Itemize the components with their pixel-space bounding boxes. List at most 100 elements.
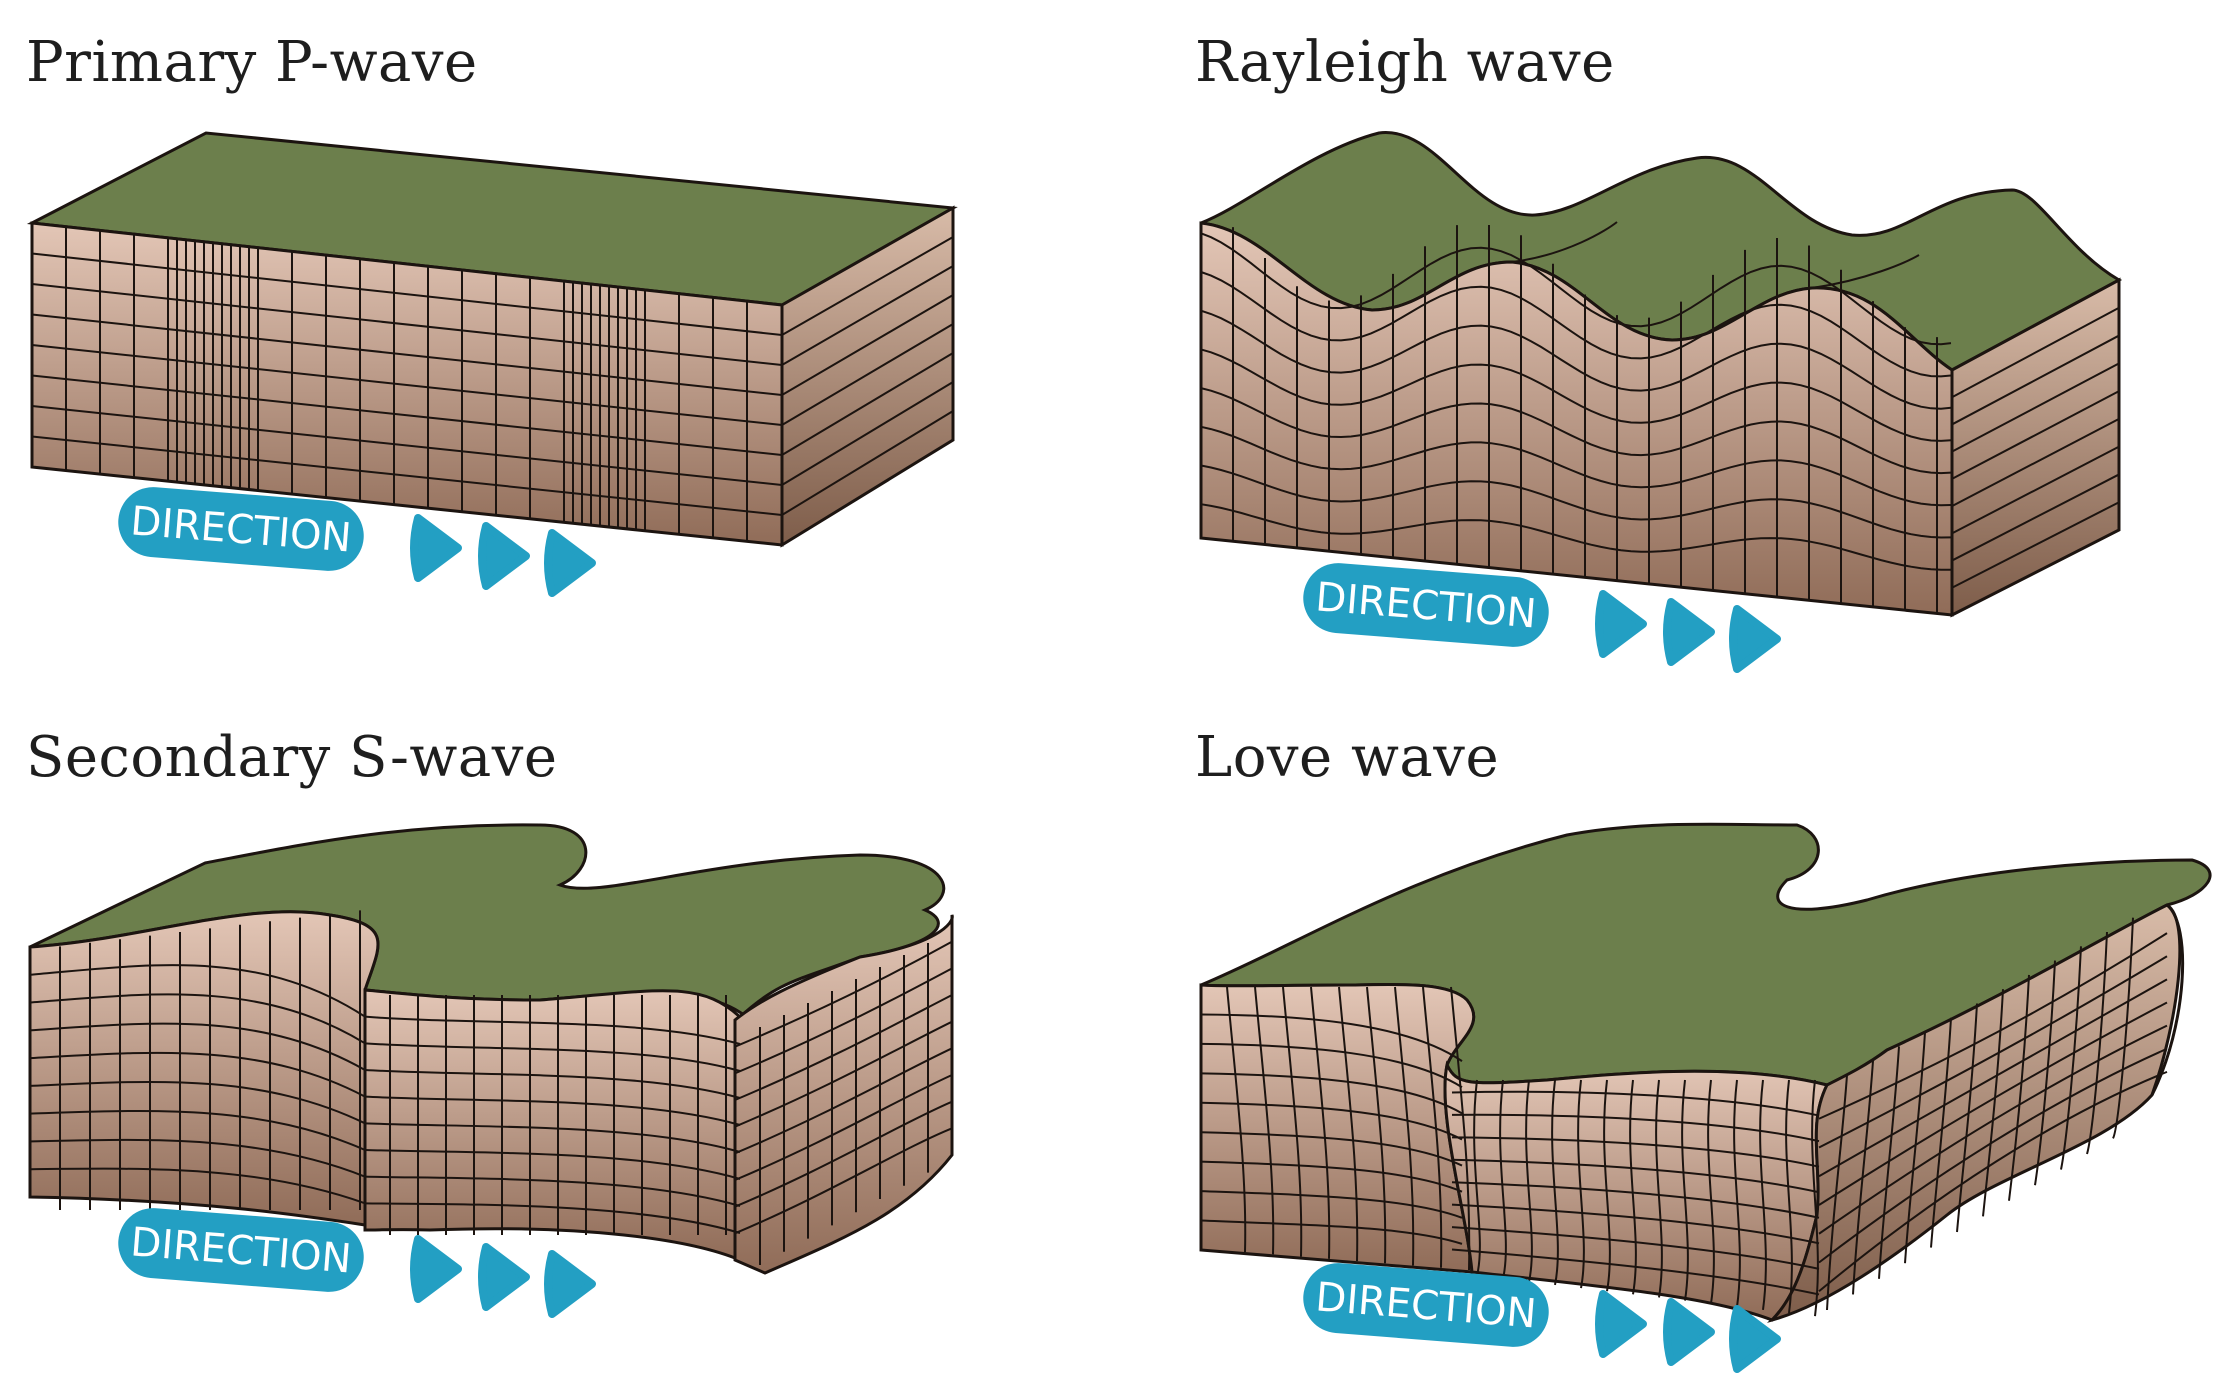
arrow-icon	[544, 1250, 596, 1318]
grid-line	[364, 1202, 741, 1234]
grid-line	[1629, 1079, 1637, 1295]
grid-line	[1451, 1203, 1820, 1245]
grid-line	[1951, 362, 2120, 453]
grid-line	[1904, 1032, 1926, 1264]
direction-pill	[118, 1208, 364, 1292]
grid-line	[31, 252, 783, 336]
grid-line	[781, 410, 954, 516]
direction-indicator: DIRECTION	[1303, 563, 1781, 673]
grid-line	[364, 1175, 741, 1207]
grid-line	[29, 1051, 366, 1098]
grid-line	[1811, 1079, 1819, 1317]
grid-line	[2060, 946, 2082, 1170]
rayleigh-wave-diagram: DIRECTION	[1199, 131, 2123, 673]
grid-line	[1818, 1070, 2168, 1293]
arrow-icon	[410, 514, 462, 582]
grid-line	[31, 435, 783, 516]
grid-line	[1951, 390, 2120, 480]
grid-line	[781, 294, 954, 396]
grid-line	[1951, 418, 2120, 507]
grid-line	[1759, 1079, 1767, 1311]
grid-line	[364, 1149, 741, 1180]
panel-p-wave: Primary P-wave DIRECTION	[0, 0, 1107, 695]
grid-line	[734, 1074, 953, 1181]
grid-line	[1451, 1136, 1820, 1168]
love-wave-grid-lines	[1200, 917, 2168, 1317]
arrow-icon	[1663, 598, 1715, 666]
panel-title: Rayleigh wave	[1195, 30, 1615, 95]
p-wave-grid-lines	[31, 226, 954, 542]
panel-rayleigh-wave: Rayleigh wave DIRECTION	[1107, 0, 2214, 695]
grid-line	[1200, 1072, 1463, 1115]
grid-line	[734, 967, 953, 1075]
grid-line	[734, 940, 953, 1048]
arrow-icon	[478, 522, 530, 590]
grid-line	[31, 374, 783, 456]
grid-line	[1200, 271, 1952, 378]
arrow-icon	[1595, 1290, 1647, 1358]
love-wave-diagram: DIRECTION	[1199, 822, 2212, 1373]
grid-line	[29, 1138, 366, 1178]
grid-line	[364, 1042, 741, 1072]
grid-line	[1818, 1024, 2168, 1235]
grid-line	[29, 1080, 366, 1125]
grid-line	[781, 265, 954, 366]
grid-line	[29, 1109, 366, 1151]
direction-pill	[1303, 1263, 1549, 1347]
grid-line	[1473, 1079, 1481, 1276]
grid-line	[1451, 1090, 1820, 1117]
rayleigh-wave-grid-lines	[1200, 225, 2120, 614]
block-front-face-left	[28, 910, 380, 1227]
grid-line	[781, 352, 954, 456]
grid-line	[2112, 917, 2134, 1139]
grid-line	[1200, 1131, 1463, 1167]
grid-line	[364, 1015, 741, 1045]
panel-title: Primary P-wave	[26, 30, 478, 95]
arrow-icon	[1663, 1298, 1715, 1366]
grid-line	[1826, 1074, 1848, 1311]
s-wave-grid-lines	[29, 910, 953, 1265]
direction-indicator: DIRECTION	[118, 1208, 596, 1318]
grid-line	[1818, 1001, 2168, 1206]
grid-line	[1200, 1042, 1463, 1089]
panel-title: Love wave	[1195, 725, 1500, 790]
grid-line	[1200, 1101, 1463, 1141]
grid-line	[781, 381, 954, 486]
grid-line	[1200, 464, 1952, 539]
grid-line	[1951, 306, 2120, 399]
grid-line	[1451, 1113, 1820, 1143]
grid-line	[29, 964, 366, 1018]
grid-line	[1655, 1079, 1663, 1298]
panel-s-wave: Secondary S-wave DIRECTION	[0, 695, 1107, 1390]
panel-title: Secondary S-wave	[26, 725, 558, 790]
direction-indicator: DIRECTION	[118, 487, 596, 597]
grid-line	[31, 283, 783, 366]
grid-line	[1707, 1079, 1715, 1304]
grid-line	[1551, 1079, 1559, 1286]
grid-line	[31, 405, 783, 486]
crest-line	[1811, 254, 1920, 289]
grid-line	[781, 323, 954, 426]
grid-line	[1200, 387, 1952, 475]
grid-line	[1785, 1079, 1793, 1314]
grid-line	[1200, 348, 1952, 442]
grid-line	[1930, 1017, 1952, 1248]
grid-line	[1818, 978, 2168, 1178]
arrow-icon	[1595, 590, 1647, 658]
grid-line	[1951, 445, 2120, 535]
direction-pill	[118, 487, 364, 571]
grid-line	[29, 1022, 366, 1071]
grid-line	[1525, 1079, 1533, 1283]
grid-line	[1818, 955, 2168, 1149]
arrow-icon	[1729, 605, 1781, 673]
grid-line	[781, 236, 954, 336]
s-wave-diagram: DIRECTION	[28, 823, 954, 1318]
grid-line	[1200, 425, 1952, 507]
grid-line	[1450, 986, 1471, 1271]
block-front-face	[1199, 221, 1954, 617]
arrow-icon	[478, 1243, 530, 1311]
grid-line	[1200, 232, 1952, 346]
grid-line	[734, 1047, 953, 1155]
direction-pill	[1303, 563, 1549, 647]
fold-edge-icon	[2150, 903, 2185, 1096]
